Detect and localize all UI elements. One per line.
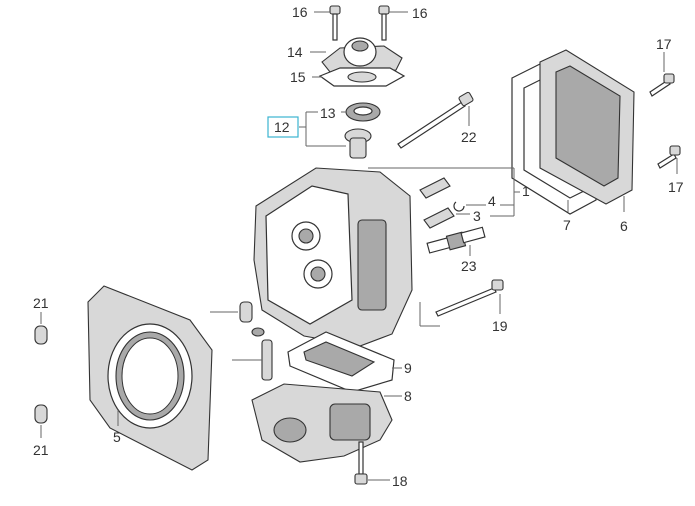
label-22[interactable]: 22 [461, 129, 477, 145]
label-6[interactable]: 6 [620, 218, 628, 234]
label-3[interactable]: 3 [473, 208, 481, 224]
stud-22[interactable] [397, 91, 474, 149]
label-9[interactable]: 9 [404, 360, 412, 376]
clip-4[interactable] [453, 201, 465, 212]
bolt-18[interactable] [354, 441, 368, 485]
label-13[interactable]: 13 [320, 105, 336, 121]
label-1[interactable]: 1 [522, 183, 530, 199]
highlight-box-12 [267, 116, 299, 138]
label-7[interactable]: 7 [563, 217, 571, 233]
label-14[interactable]: 14 [287, 44, 303, 60]
label-21-top[interactable]: 21 [33, 295, 49, 311]
gasket-9[interactable] [287, 331, 395, 393]
cylinder-head-1[interactable] [253, 167, 413, 347]
dowel-21-bottom[interactable] [34, 404, 48, 424]
thermostat[interactable] [344, 128, 372, 159]
spark-plug-23[interactable] [426, 226, 486, 254]
label-19[interactable]: 19 [492, 318, 508, 334]
label-16-right[interactable]: 16 [412, 5, 428, 21]
head-gasket-5[interactable] [87, 285, 213, 471]
manifold-8[interactable] [251, 383, 393, 463]
label-23[interactable]: 23 [461, 258, 477, 274]
label-16-left[interactable]: 16 [292, 4, 308, 20]
stud-19[interactable] [435, 279, 504, 317]
valve-guide-upper[interactable] [419, 177, 451, 199]
label-21-bottom[interactable]: 21 [33, 442, 49, 458]
label-17-top[interactable]: 17 [656, 36, 672, 52]
dowel-21-top[interactable] [34, 325, 48, 345]
valve-guide-3[interactable] [423, 207, 455, 229]
seal-13[interactable] [345, 102, 381, 122]
valve-cover-6[interactable] [539, 49, 635, 205]
label-5[interactable]: 5 [113, 429, 121, 445]
bolt-17-top[interactable] [649, 73, 675, 97]
label-8[interactable]: 8 [404, 388, 412, 404]
bolt-16-left[interactable] [329, 5, 341, 41]
bolt-17-bottom[interactable] [657, 145, 681, 169]
gasket-15[interactable] [318, 67, 406, 87]
label-15[interactable]: 15 [290, 69, 306, 85]
label-17-bottom[interactable]: 17 [668, 179, 684, 195]
label-12[interactable]: 12 [274, 119, 290, 135]
label-4[interactable]: 4 [488, 193, 496, 209]
thermostat-cover-14[interactable] [321, 37, 403, 73]
label-18[interactable]: 18 [392, 473, 408, 489]
bolt-16-right[interactable] [378, 5, 390, 41]
